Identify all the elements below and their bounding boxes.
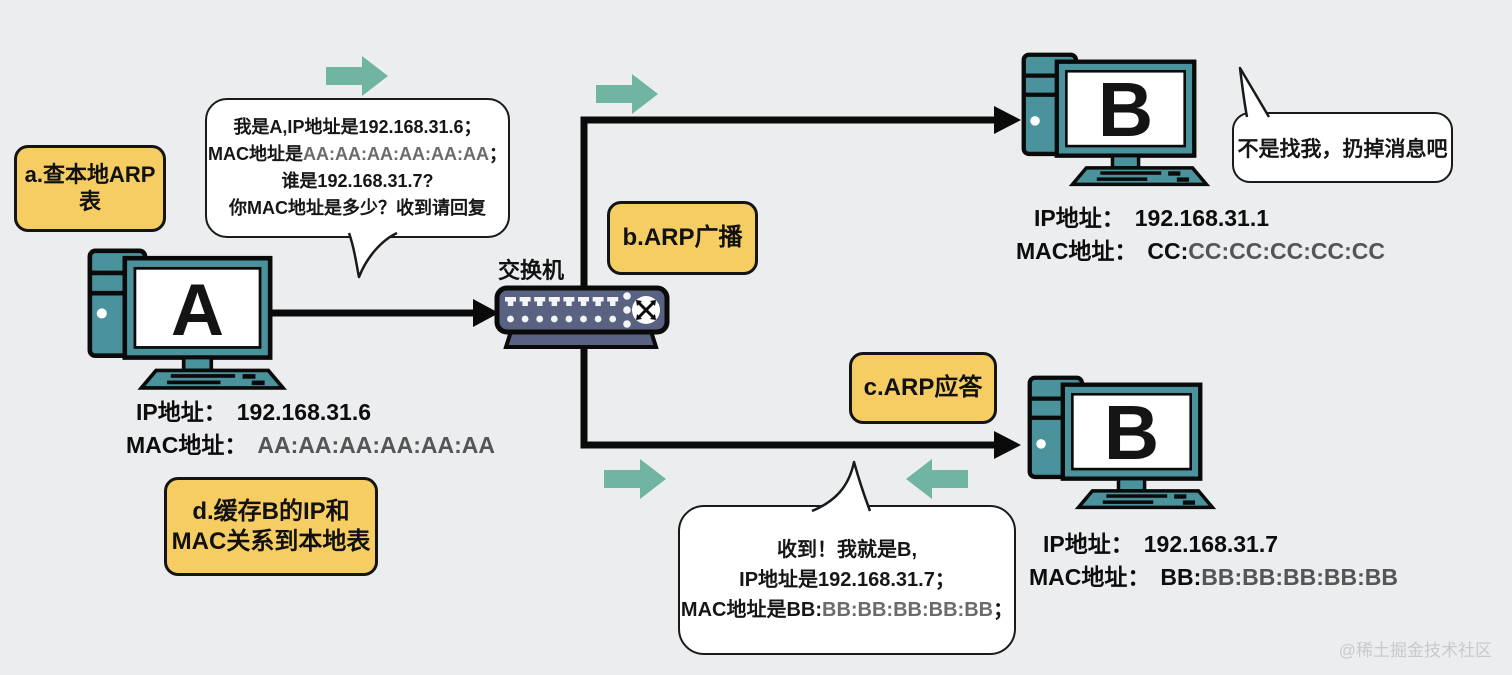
computer-keyboard xyxy=(1068,166,1211,187)
step-c-label: c.ARP应答 xyxy=(849,352,997,424)
bubble-line: 你MAC地址是多少？收到请回复 xyxy=(229,198,486,218)
computer-tower xyxy=(87,248,148,359)
flow-arrow-right-icon xyxy=(326,56,388,96)
ip-line: IP地址：192.168.31.1 xyxy=(1034,205,1270,231)
step-d-label: d.缓存B的IP和 MAC关系到本地表 xyxy=(164,477,378,576)
bubble-line: 我是A,IP地址是192.168.31.6； xyxy=(233,117,482,137)
caption-computer-a: IP地址：192.168.31.6 MAC地址：AA:AA:AA:AA:AA:A… xyxy=(126,396,495,462)
caption-computer-b-bottom: IP地址：192.168.31.7 MAC地址：BB:BB:BB:BB:BB:B… xyxy=(1029,528,1398,594)
watermark: @稀土掘金技术社区 xyxy=(1338,641,1492,660)
bubble-b-bottom-reply: 收到！我就是B, IP地址是192.168.31.7； MAC地址是BB:BB:… xyxy=(678,505,1016,655)
flow-arrow-left-icon xyxy=(906,459,968,499)
step-b-label: b.ARP广播 xyxy=(607,201,758,275)
caption-computer-b-top: IP地址：192.168.31.1 MAC地址：CC:CC:CC:CC:CC:C… xyxy=(1016,202,1385,268)
switch-ports-icon xyxy=(505,292,631,328)
computer-a: A xyxy=(87,248,287,390)
network-switch xyxy=(494,285,670,349)
bubble-a-tail xyxy=(347,231,398,279)
computer-monitor: B xyxy=(1054,59,1197,170)
computer-keyboard xyxy=(1074,489,1217,510)
ip-line: IP地址：192.168.31.7 xyxy=(1043,531,1279,557)
computer-monitor: B xyxy=(1060,382,1203,493)
mac-line: MAC地址：BB:BB:BB:BB:BB:BB xyxy=(1029,564,1399,590)
switch-body xyxy=(494,285,670,335)
step-a-label: a.查本地ARP 表 xyxy=(14,145,166,232)
bubble-line: MAC地址是AA:AA:AA:AA:AA:AA； xyxy=(208,144,507,164)
switch-label: 交换机 xyxy=(498,258,565,283)
monitor-letter: B xyxy=(1098,68,1153,153)
bubble-b-bottom-tail xyxy=(811,460,872,513)
ip-line: IP地址：192.168.31.6 xyxy=(136,399,372,425)
bubble-line: IP地址是192.168.31.7； xyxy=(739,569,955,591)
mac-line: MAC地址：AA:AA:AA:AA:AA:AA xyxy=(126,432,496,458)
broadcast-arrowhead-icon xyxy=(994,106,1021,134)
monitor-letter: A xyxy=(171,268,224,351)
bubble-b-top-reply: 不是找我，扔掉消息吧 xyxy=(1232,112,1453,183)
bubble-a-request: 我是A,IP地址是192.168.31.6； MAC地址是AA:AA:AA:AA… xyxy=(205,98,510,238)
computer-monitor: A xyxy=(122,255,273,373)
bubble-line: MAC地址是BB:BB:BB:BB:BB:BB； xyxy=(680,599,1014,621)
monitor-letter: B xyxy=(1104,391,1159,476)
bubble-line: 收到！我就是B, xyxy=(777,539,917,561)
computer-keyboard xyxy=(137,368,287,390)
reply-arrowhead-icon xyxy=(994,431,1021,459)
bubble-line: 谁是192.168.31.7? xyxy=(281,171,434,191)
flow-arrow-right-icon xyxy=(604,459,666,499)
link-a-arrowhead-icon xyxy=(473,299,499,327)
computer-tower xyxy=(1021,52,1079,157)
computer-b-bottom: B xyxy=(1027,375,1217,510)
computer-b-top: B xyxy=(1021,52,1211,187)
switch-base xyxy=(503,326,659,349)
flow-arrow-right-icon xyxy=(596,74,658,114)
switch-crossed-arrows-icon xyxy=(632,296,660,324)
bubble-line: 不是找我，扔掉消息吧 xyxy=(1237,137,1448,161)
bubble-b-top-tail xyxy=(1238,66,1271,118)
computer-tower xyxy=(1027,375,1085,480)
mac-line: MAC地址：CC:CC:CC:CC:CC:CC xyxy=(1016,238,1386,264)
